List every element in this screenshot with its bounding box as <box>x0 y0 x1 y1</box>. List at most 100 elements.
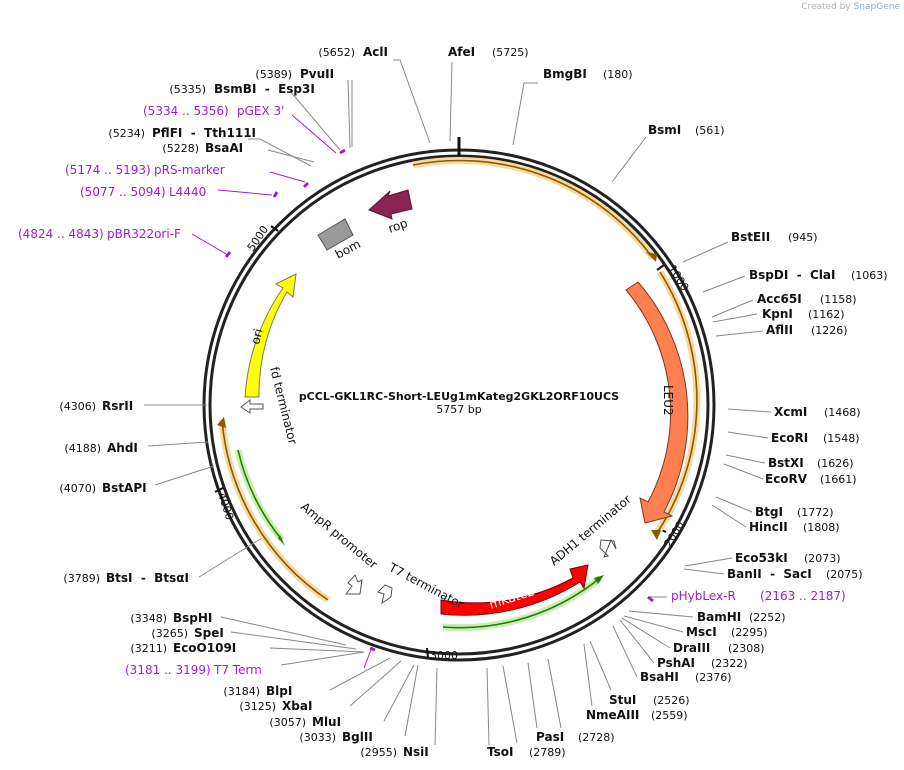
enzyme-msci-pos: (2295) <box>731 626 768 639</box>
enzyme-spei[interactable]: SpeI <box>194 626 224 640</box>
enzyme-hincii[interactable]: HincII <box>749 520 788 534</box>
feature-adh1-terminator <box>599 538 617 558</box>
enzyme-pvuii[interactable]: PvuII <box>300 67 334 81</box>
tick-label-3000: 3000 <box>430 649 458 662</box>
enzyme-bsmi[interactable]: BsmI <box>648 123 681 137</box>
leader-bsmbi <box>289 90 341 151</box>
enzyme-bsteii[interactable]: BstEII <box>731 230 770 244</box>
enzyme-bsmbi-esp3i[interactable]: BsmBI - Esp3I <box>214 82 315 96</box>
enzyme-bsmi-pos: (561) <box>695 124 725 137</box>
primer-mark-l4440 <box>272 191 279 198</box>
enzyme-acli[interactable]: AclI <box>363 45 388 59</box>
enzyme-bglii-pos: (3033) <box>299 731 336 744</box>
leader-bglii <box>404 664 419 737</box>
enzyme-eco53ki-pos: (2073) <box>804 552 841 565</box>
leader-t7term <box>280 651 365 666</box>
primer-prs[interactable]: pRS-marker <box>154 163 225 177</box>
primer-pgex[interactable]: pGEX 3' <box>237 104 284 118</box>
leader-bspdi <box>702 275 746 293</box>
enzyme-tsoi[interactable]: TsoI <box>487 745 513 759</box>
primer-pbr322[interactable]: pBR322ori-F <box>107 227 181 241</box>
leader-ecorv <box>723 463 764 480</box>
plasmid-name: pCCL-GKL1RC-Short-LEUg1mKateg2GKL2ORF10U… <box>299 390 619 403</box>
enzyme-draiii[interactable]: DraIII <box>673 641 710 655</box>
enzyme-banii-saci[interactable]: BanII - SacI <box>727 567 812 581</box>
enzyme-nsii[interactable]: NsiI <box>403 745 429 759</box>
leader-bsteii <box>682 241 729 263</box>
enzyme-pasi[interactable]: PasI <box>536 730 564 744</box>
feature-ori <box>244 273 297 398</box>
enzyme-rsrii[interactable]: RsrII <box>102 399 133 413</box>
enzyme-btgi[interactable]: BtgI <box>755 505 783 519</box>
enzyme-bspdi-clai-pos: (1063) <box>851 269 888 282</box>
enzyme-ahdi[interactable]: AhdI <box>107 441 138 455</box>
leader-pasi <box>547 658 562 729</box>
watermark-brand: SnapGene <box>853 2 900 12</box>
enzyme-bstapi-pos: (4070) <box>59 482 96 495</box>
enzyme-aflii[interactable]: AflII <box>766 323 793 337</box>
enzyme-ecori[interactable]: EcoRI <box>771 431 808 445</box>
leader-eco53ki <box>684 557 733 567</box>
enzyme-pflfi-tth111i[interactable]: PflFI - Tth111I <box>152 126 256 140</box>
enzyme-hincii-pos: (1808) <box>803 521 840 534</box>
enzyme-xbai-pos: (3125) <box>239 700 276 713</box>
green-head-left <box>278 535 285 546</box>
enzyme-mlui[interactable]: MluI <box>312 715 341 729</box>
enzyme-ecoo109i[interactable]: EcoO109I <box>173 641 236 655</box>
watermark: Created by SnapGene <box>801 2 900 12</box>
enzyme-pshai[interactable]: PshAI <box>657 656 695 670</box>
primer-t7term-range: (3181 .. 3199) <box>125 663 211 677</box>
enzyme-ecoo109i-pos: (3211) <box>130 642 167 655</box>
enzyme-bstxi[interactable]: BstXI <box>768 456 804 470</box>
primer-l4440[interactable]: L4440 <box>169 185 206 199</box>
enzyme-msci[interactable]: MscI <box>686 625 717 639</box>
orf-arc-right <box>656 271 698 534</box>
enzyme-blpi[interactable]: BlpI <box>266 684 292 698</box>
primer-mark-pbr322 <box>224 251 232 258</box>
enzyme-bsteii-pos: (945) <box>788 231 818 244</box>
leader-kpni <box>712 313 758 323</box>
primer-labels: (5334 .. 5356) pGEX 3' (5174 .. 5193) pR… <box>18 104 846 677</box>
enzyme-bsahi[interactable]: BsaHI <box>640 670 679 684</box>
enzyme-acc65i[interactable]: Acc65I <box>757 292 802 306</box>
enzyme-bspdi-clai[interactable]: BspDI - ClaI <box>749 268 835 282</box>
green-arc-left <box>237 449 283 541</box>
enzyme-ecorv[interactable]: EcoRV <box>765 472 808 486</box>
leader-bsphi <box>220 616 347 646</box>
leader-xbai <box>349 660 402 707</box>
enzyme-kpni[interactable]: KpnI <box>762 307 793 321</box>
enzyme-bsaai[interactable]: BsaAI <box>205 141 243 155</box>
primer-t7term[interactable]: T7 Term <box>213 663 262 677</box>
enzyme-bstapi[interactable]: BstAPI <box>102 481 147 495</box>
enzyme-pvuii-pos: (5389) <box>255 68 292 81</box>
enzyme-bmgbi[interactable]: BmgBI <box>543 67 587 81</box>
enzyme-stui[interactable]: StuI <box>609 693 636 707</box>
enzyme-eco53ki[interactable]: Eco53kI <box>735 551 788 565</box>
leader-pasi-2 <box>527 662 538 729</box>
orf-arc-top <box>412 159 654 259</box>
enzyme-pasi-pos: (2728) <box>578 731 615 744</box>
primer-mark-t7term <box>369 646 376 652</box>
leader-bamhi <box>628 610 694 618</box>
enzyme-bsphi[interactable]: BspHI <box>173 611 212 625</box>
enzyme-btsi-pos: (3789) <box>63 572 100 585</box>
enzyme-nmeaiii[interactable]: NmeAIII <box>586 708 639 722</box>
enzyme-bamhi[interactable]: BamHI <box>697 610 741 624</box>
enzyme-afei[interactable]: AfeI <box>448 45 475 59</box>
enzyme-bsphi-pos: (3348) <box>130 612 167 625</box>
leader-bstapi <box>154 465 215 486</box>
feature-rop-label: rop <box>386 216 409 236</box>
enzyme-pflfi-pos: (5234) <box>108 127 145 140</box>
leader-msci <box>623 615 684 633</box>
enzyme-bsmbi-pos: (5335) <box>169 83 206 96</box>
feature-ampr-promoter <box>345 574 363 595</box>
leader-xcmi <box>727 408 772 413</box>
enzyme-xcmi[interactable]: XcmI <box>774 405 807 419</box>
enzyme-bglii[interactable]: BglII <box>342 730 373 744</box>
enzyme-btsi-btsai[interactable]: BtsI - BtsαI <box>106 571 189 585</box>
enzyme-xbai[interactable]: XbaI <box>282 699 312 713</box>
primer-pgex-range: (5334 .. 5356) <box>143 104 229 118</box>
primer-phyblex[interactable]: pHybLex-R <box>671 589 736 603</box>
enzyme-mlui-pos: (3057) <box>269 716 306 729</box>
enzyme-spei-pos: (3265) <box>151 627 188 640</box>
